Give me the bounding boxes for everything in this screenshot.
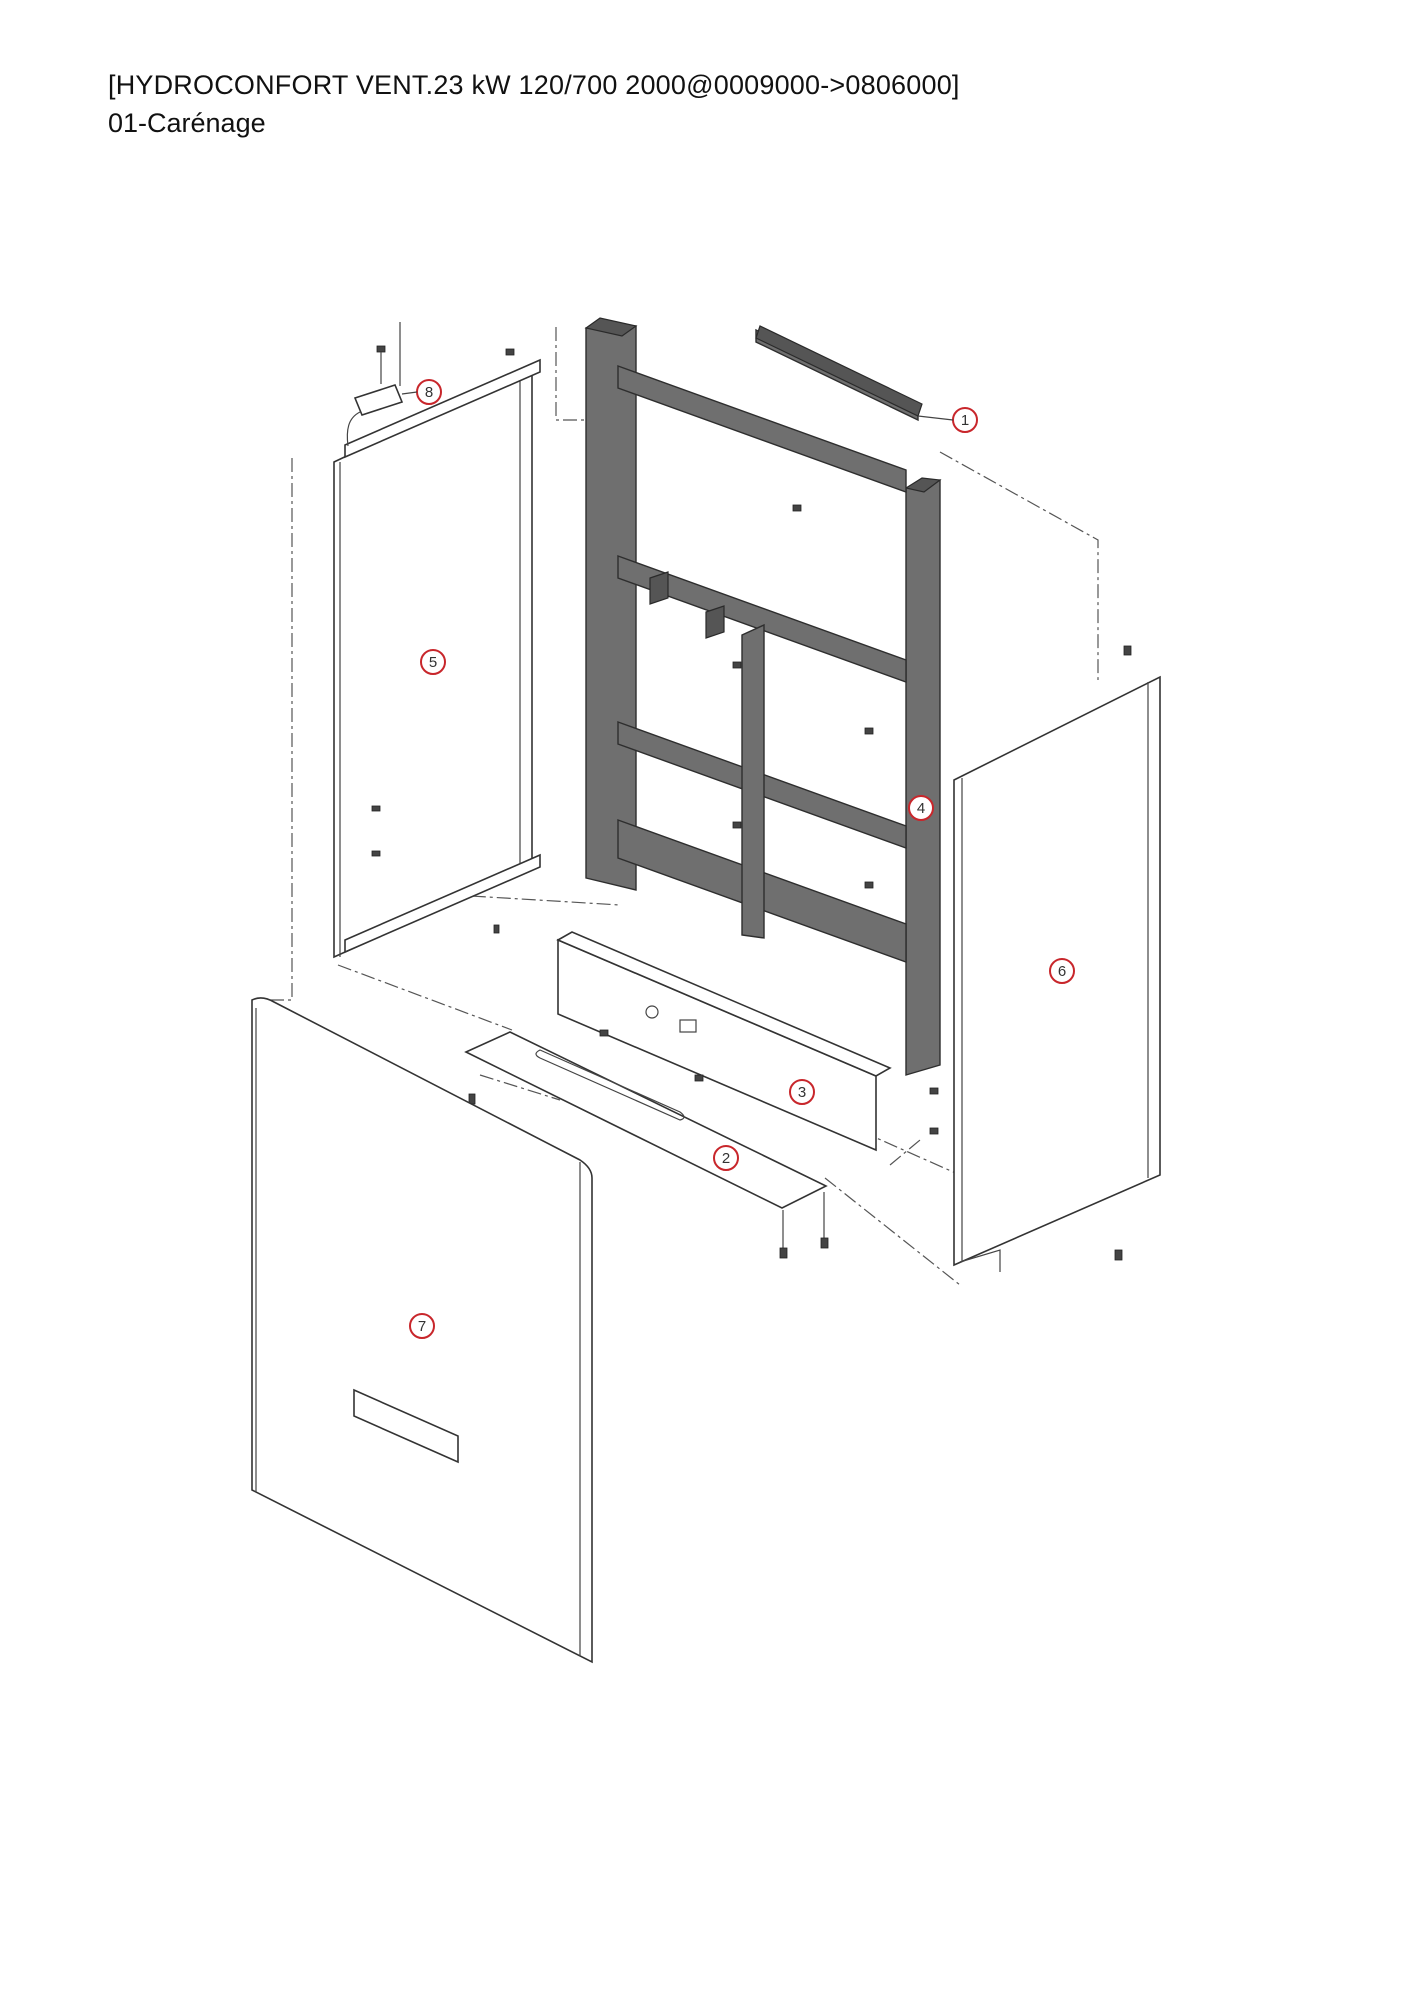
page-subtitle: 01-Carénage <box>108 108 266 138</box>
part-1-top-bracket <box>755 325 923 422</box>
callout-7-label: 7 <box>418 1318 426 1335</box>
callout-8: 8 <box>401 379 442 405</box>
callout-6: 6 <box>1049 958 1075 984</box>
callout-8-label: 8 <box>425 384 433 401</box>
callout-1: 1 <box>917 407 978 433</box>
callout-6-label: 6 <box>1058 963 1066 980</box>
callout-7: 7 <box>409 1313 435 1339</box>
callout-2: 2 <box>713 1145 739 1171</box>
part-6-right-side-panel <box>929 645 1161 1272</box>
callout-5: 5 <box>420 649 446 675</box>
header: [HYDROCONFORT VENT.23 kW 120/700 2000@00… <box>108 66 960 142</box>
callout-3: 3 <box>789 1079 815 1105</box>
callout-2-label: 2 <box>722 1150 730 1167</box>
callout-3-label: 3 <box>798 1084 806 1101</box>
callout-4: 4 <box>908 795 934 821</box>
page-title: [HYDROCONFORT VENT.23 kW 120/700 2000@00… <box>108 70 960 100</box>
part-8-sensor <box>346 322 515 447</box>
part-4-main-frame <box>584 317 942 1076</box>
callout-1-label: 1 <box>961 412 969 429</box>
callout-4-label: 4 <box>917 800 925 817</box>
callout-5-label: 5 <box>429 654 437 671</box>
